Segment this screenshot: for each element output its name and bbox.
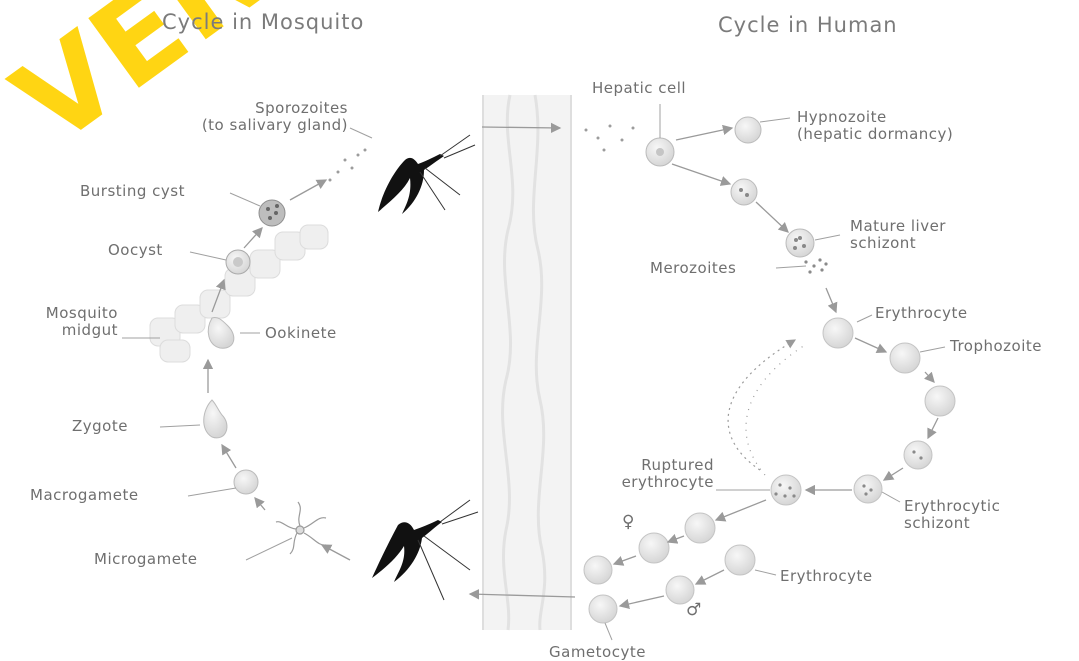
ruptured-erythrocyte-label-line1: Ruptured [560,457,714,474]
gametocyte-label: Gametocyte [549,644,646,661]
ruptured-erythrocyte-label: Ruptured erythrocyte [560,457,714,491]
erythrocyte-bottom-label: Erythrocyte [780,568,873,585]
sporozoites-label: Sporozoites (to salivary gland) [150,100,348,134]
reinvasion-arc [728,340,805,475]
mosquito-midgut-label-line2: midgut [0,322,118,339]
hepatic-cell-label: Hepatic cell [592,80,686,97]
oocyst-label: Oocyst [108,242,163,259]
mature-liver-schizont-shape [786,229,814,257]
ookinete-shape [208,317,234,348]
hypnozoite-label-line2: (hepatic dormancy) [797,126,953,143]
hypnozoite-shape [735,117,761,143]
erythrocytic-schizont-label-line2: schizont [904,515,1000,532]
merozoites-label: Merozoites [650,260,736,277]
mature-liver-schizont-label-line1: Mature liver [850,218,946,235]
trophozoite-label: Trophozoite [950,338,1042,355]
hepatic-cell-shape [646,138,674,166]
erythrocytic-schizont-label: Erythrocytic schizont [904,498,1000,532]
mosquito-top-icon [378,135,475,214]
bursting-cyst-shape [259,200,285,226]
sporozoites-label-line2: (to salivary gland) [150,117,348,134]
mosquito-bottom-icon [372,500,478,600]
bursting-cyst-label: Bursting cyst [80,183,185,200]
mature-liver-schizont-label-line2: schizont [850,235,946,252]
sporozoites-in-blood [585,125,635,152]
ruptured-erythrocyte-label-line2: erythrocyte [560,474,714,491]
merozoites-shape [804,258,827,273]
zygote-label: Zygote [72,418,128,435]
mosquito-cycle-title: Cycle in Mosquito [162,10,364,34]
macrogamete-label: Macrogamete [30,487,139,504]
erythrocytic-schizont-label-line1: Erythrocytic [904,498,1000,515]
hypnozoite-label-line1: Hypnozoite [797,109,953,126]
human-cycle-arrows [614,128,938,606]
sporozoites-label-line1: Sporozoites [150,100,348,117]
female-symbol: ♀ [622,514,635,531]
human-cycle-title: Cycle in Human [718,13,898,37]
macrogamete-shape [234,470,258,494]
liver-schizont-developing [731,179,757,205]
oocyst-shape [226,250,250,274]
microgamete-shape [276,502,326,554]
mosquito-midgut-label: Mosquito midgut [0,305,118,339]
sporozoites-shape [329,149,367,182]
hypnozoite-label: Hypnozoite (hepatic dormancy) [797,109,953,143]
mosquito-midgut-label-line1: Mosquito [0,305,118,322]
microgamete-label: Microgamete [94,551,198,568]
skin-barrier [483,95,571,630]
mature-liver-schizont-label: Mature liver schizont [850,218,946,252]
male-symbol: ♂ [686,602,702,619]
zygote-shape [204,400,227,438]
ookinete-label: Ookinete [265,325,337,342]
erythrocyte-top-label: Erythrocyte [875,305,968,322]
